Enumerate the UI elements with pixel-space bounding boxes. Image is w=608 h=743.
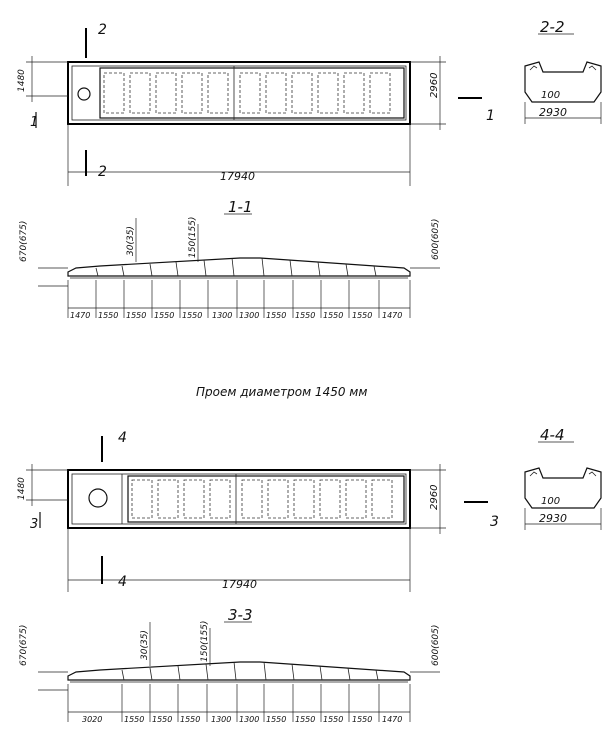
span-label: 1300 <box>239 715 259 724</box>
cross-top-outer: 2930 <box>539 106 567 119</box>
span-label: 1550 <box>266 715 286 724</box>
elevation-top-span-labels: 1470 1550 1550 1550 1550 1300 1300 1550 … <box>70 311 402 320</box>
plan-view-top <box>26 28 482 186</box>
elevation-bottom-right-height: 600(605) <box>431 625 441 666</box>
plan-top-offset: 1480 <box>17 69 27 92</box>
elevation-view-bottom <box>38 621 440 722</box>
plan-top-cells <box>103 72 391 114</box>
span-label: 1550 <box>126 311 146 320</box>
elevation-bottom-ribs <box>121 661 379 681</box>
span-label: 1550 <box>295 311 315 320</box>
cross-section-2-2 <box>524 33 602 124</box>
span-label: 1550 <box>266 311 286 320</box>
plan-bottom-length: 17940 <box>222 578 257 591</box>
section-title-1-1: 1-1 <box>228 198 253 216</box>
span-label: 1550 <box>323 311 343 320</box>
elevation-top-ticks <box>67 280 411 318</box>
section-title-4-4: 4-4 <box>540 426 565 444</box>
elevation-bottom-span-labels: 3020 1550 1550 1550 1300 1300 1550 1550 … <box>82 715 402 724</box>
plan-view-bottom <box>26 436 488 592</box>
section-mark-4-bottom: 4 <box>118 574 127 590</box>
plan-bottom-width: 2960 <box>429 485 440 510</box>
span-label: 1300 <box>211 715 231 724</box>
elevation-top-rib-a: 30(35) <box>126 226 136 256</box>
elevation-bottom-left-height: 670(675) <box>19 625 29 666</box>
plan-top-length: 17940 <box>220 170 255 183</box>
plan-bottom-offset: 1480 <box>17 477 27 500</box>
section-mark-4-top: 4 <box>118 430 127 446</box>
section-mark-3-left: 3 <box>30 517 38 532</box>
elevation-bottom-rib-a: 30(35) <box>140 630 150 660</box>
span-label: 1550 <box>152 715 172 724</box>
span-label: 3020 <box>82 715 102 724</box>
section-title-3-3: 3-3 <box>228 606 253 624</box>
elevation-top-left-height: 670(675) <box>19 221 29 262</box>
section-mark-1-left: 1 <box>30 115 38 130</box>
elevation-top-ribs <box>95 257 377 277</box>
span-label: 1470 <box>70 311 90 320</box>
span-label: 1550 <box>124 715 144 724</box>
span-label: 1550 <box>352 311 372 320</box>
section-title-2-2: 2-2 <box>540 18 565 36</box>
span-label: 1300 <box>212 311 232 320</box>
span-label: 1470 <box>382 311 402 320</box>
section-mark-2-bottom: 2 <box>98 164 107 180</box>
span-label: 1550 <box>323 715 343 724</box>
section-mark-2-top: 2 <box>98 22 107 38</box>
span-label: 1550 <box>180 715 200 724</box>
elevation-top-right-height: 600(605) <box>431 219 441 260</box>
span-label: 1550 <box>154 311 174 320</box>
cross-top-inner: 100 <box>541 90 560 101</box>
span-label: 1300 <box>239 311 259 320</box>
span-label: 1550 <box>98 311 118 320</box>
elevation-view-top <box>38 213 440 318</box>
cross-section-4-4 <box>524 441 602 530</box>
span-label: 1470 <box>382 715 402 724</box>
section-mark-3-right: 3 <box>490 514 499 530</box>
span-label: 1550 <box>352 715 372 724</box>
span-label: 1550 <box>182 311 202 320</box>
cross-bottom-outer: 2930 <box>539 512 567 525</box>
cross-bottom-inner: 100 <box>541 496 560 507</box>
elevation-top-rib-b: 150(155) <box>188 217 198 258</box>
span-label: 1550 <box>295 715 315 724</box>
elevation-bottom-ticks <box>67 684 411 722</box>
section-mark-1-right: 1 <box>486 108 495 124</box>
plan-bottom-cells <box>131 479 393 519</box>
plan-top-width: 2960 <box>429 73 440 98</box>
opening-caption: Проем диаметром 1450 мм <box>196 385 367 399</box>
elevation-bottom-rib-b: 150(155) <box>200 621 210 662</box>
